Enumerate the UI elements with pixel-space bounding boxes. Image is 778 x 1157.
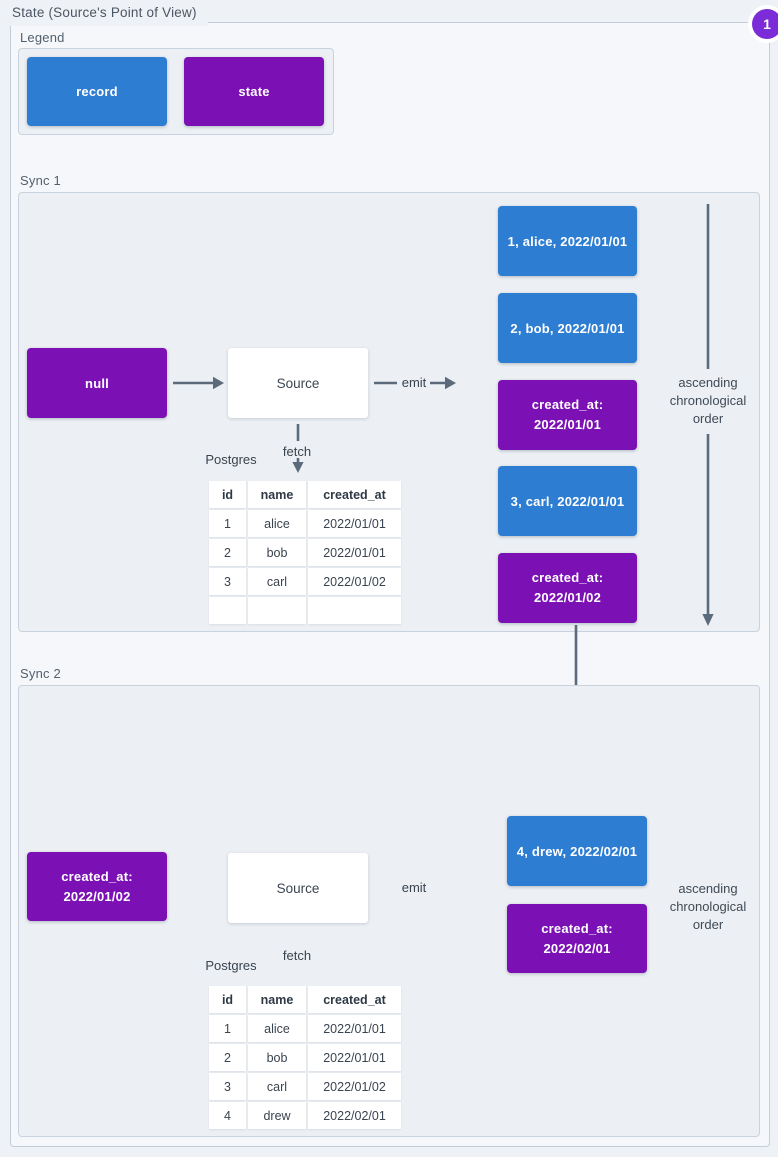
sync2-source-box: Source <box>228 853 368 923</box>
sync1-emit-label: emit <box>401 375 427 390</box>
table-row: 4 drew 2022/02/01 <box>209 1102 401 1129</box>
sync1-postgres-table: id name created_at 1 alice 2022/01/01 2 … <box>207 479 403 626</box>
order-note-line: chronological <box>669 899 747 914</box>
cell-name: carl <box>248 568 306 595</box>
cell-created-at <box>308 597 401 624</box>
table-row: 1 alice 2022/01/01 <box>209 1015 401 1042</box>
page-title: State (Source's Point of View) <box>10 5 208 26</box>
sync2-order-note: ascending chronological order <box>662 880 754 934</box>
table-row: 3 carl 2022/01/02 <box>209 568 401 595</box>
col-header-id: id <box>209 986 246 1013</box>
order-note-line: ascending <box>678 881 738 896</box>
cell-name: alice <box>248 510 306 537</box>
cell-id: 4 <box>209 1102 246 1129</box>
cell-name: bob <box>248 1044 306 1071</box>
sync1-input-state-box: null <box>27 348 167 418</box>
record-box: 3, carl, 2022/01/01 <box>498 466 637 536</box>
sync2-input-state-box: created_at: 2022/01/02 <box>27 852 167 921</box>
col-header-name: name <box>248 986 306 1013</box>
sync2-label: Sync 2 <box>20 666 61 681</box>
step-badge: 1 <box>748 5 778 43</box>
cell-id: 3 <box>209 1073 246 1100</box>
record-box: 4, drew, 2022/02/01 <box>507 816 647 886</box>
sync1-label: Sync 1 <box>20 173 61 188</box>
sync1-postgres-label: Postgres <box>205 452 257 467</box>
record-box: 1, alice, 2022/01/01 <box>498 206 637 276</box>
table-row: 2 bob 2022/01/01 <box>209 1044 401 1071</box>
table-header-row: id name created_at <box>209 986 401 1013</box>
record-box: 2, bob, 2022/01/01 <box>498 293 637 363</box>
col-header-created-at: created_at <box>308 481 401 508</box>
state-box: created_at: 2022/02/01 <box>507 904 647 973</box>
cell-created-at: 2022/01/01 <box>308 1015 401 1042</box>
cell-name: alice <box>248 1015 306 1042</box>
state-box: created_at: 2022/01/02 <box>498 553 637 623</box>
state-line1: created_at: <box>531 570 604 585</box>
sync2-postgres-table: id name created_at 1 alice 2022/01/01 2 … <box>207 984 403 1131</box>
table-row-empty <box>209 597 401 624</box>
step-badge-number: 1 <box>752 9 778 39</box>
cell-created-at: 2022/01/01 <box>308 510 401 537</box>
order-note-line: order <box>692 411 724 426</box>
cell-id: 2 <box>209 539 246 566</box>
state-line2: 2022/01/01 <box>533 417 602 432</box>
cell-created-at: 2022/01/02 <box>308 568 401 595</box>
sync1-source-box: Source <box>228 348 368 418</box>
cell-name: drew <box>248 1102 306 1129</box>
cell-created-at: 2022/01/02 <box>308 1073 401 1100</box>
state-line2: 2022/02/01 <box>543 940 611 956</box>
state-box: created_at: 2022/01/01 <box>498 380 637 450</box>
cell-id: 2 <box>209 1044 246 1071</box>
col-header-created-at: created_at <box>308 986 401 1013</box>
table-row: 3 carl 2022/01/02 <box>209 1073 401 1100</box>
cell-created-at: 2022/01/01 <box>308 1044 401 1071</box>
sync2-fetch-label: fetch <box>282 948 312 963</box>
cell-id <box>209 597 246 624</box>
sync2-emit-label: emit <box>401 880 427 895</box>
order-note-line: order <box>692 917 724 932</box>
cell-created-at: 2022/02/01 <box>308 1102 401 1129</box>
cell-id: 1 <box>209 510 246 537</box>
sync1-order-note: ascending chronological order <box>662 374 754 428</box>
state-line2: 2022/01/02 <box>63 888 131 904</box>
legend-state-chip: state <box>184 57 324 126</box>
state-line2: 2022/01/02 <box>533 590 602 605</box>
cell-name: carl <box>248 1073 306 1100</box>
cell-name <box>248 597 306 624</box>
order-note-line: chronological <box>669 393 747 408</box>
sync1-fetch-label: fetch <box>282 444 312 459</box>
cell-name: bob <box>248 539 306 566</box>
table-header-row: id name created_at <box>209 481 401 508</box>
legend-record-chip: record <box>27 57 167 126</box>
sync2-postgres-label: Postgres <box>205 958 257 973</box>
table-row: 2 bob 2022/01/01 <box>209 539 401 566</box>
cell-created-at: 2022/01/01 <box>308 539 401 566</box>
state-line1: created_at: <box>531 397 604 412</box>
col-header-name: name <box>248 481 306 508</box>
legend-label: Legend <box>20 30 65 45</box>
state-line1: created_at: <box>541 920 613 936</box>
state-line1: created_at: <box>61 868 133 884</box>
col-header-id: id <box>209 481 246 508</box>
cell-id: 3 <box>209 568 246 595</box>
table-row: 1 alice 2022/01/01 <box>209 510 401 537</box>
order-note-line: ascending <box>678 375 738 390</box>
cell-id: 1 <box>209 1015 246 1042</box>
